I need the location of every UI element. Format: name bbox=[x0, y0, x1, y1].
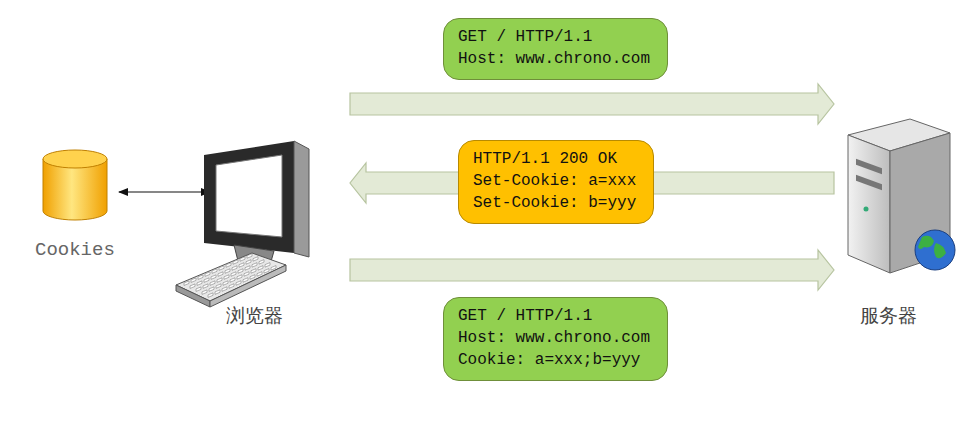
message-line: GET / HTTP/1.1 bbox=[458, 26, 653, 48]
http-message-box: GET / HTTP/1.1Host: www.chrono.comCookie… bbox=[443, 297, 668, 381]
cookie-jar-icon bbox=[35, 145, 115, 230]
computer-icon bbox=[174, 135, 354, 315]
message-line: Host: www.chrono.com bbox=[458, 327, 653, 349]
server-node: 服务器 bbox=[836, 95, 966, 335]
cookie-node: Cookies bbox=[35, 145, 115, 270]
double-arrow bbox=[119, 191, 210, 192]
message-line: Set-Cookie: b=yyy bbox=[473, 192, 639, 214]
message-line: GET / HTTP/1.1 bbox=[458, 305, 653, 327]
message-line: Cookie: a=xxx;b=yyy bbox=[458, 349, 653, 371]
message-line: Host: www.chrono.com bbox=[458, 48, 653, 70]
flow-arrow bbox=[350, 84, 834, 124]
message-line: Set-Cookie: a=xxx bbox=[473, 170, 639, 192]
http-message-box: GET / HTTP/1.1Host: www.chrono.com bbox=[443, 18, 668, 80]
flow-arrow bbox=[350, 250, 834, 290]
browser-node: 浏览器 bbox=[212, 95, 348, 335]
icon-label: 服务器 bbox=[860, 303, 917, 329]
message-line: HTTP/1.1 200 OK bbox=[473, 148, 639, 170]
server-icon bbox=[840, 105, 965, 280]
icon-label: Cookies bbox=[35, 239, 115, 261]
icon-label: 浏览器 bbox=[226, 303, 283, 329]
http-message-box: HTTP/1.1 200 OKSet-Cookie: a=xxxSet-Cook… bbox=[458, 140, 654, 224]
